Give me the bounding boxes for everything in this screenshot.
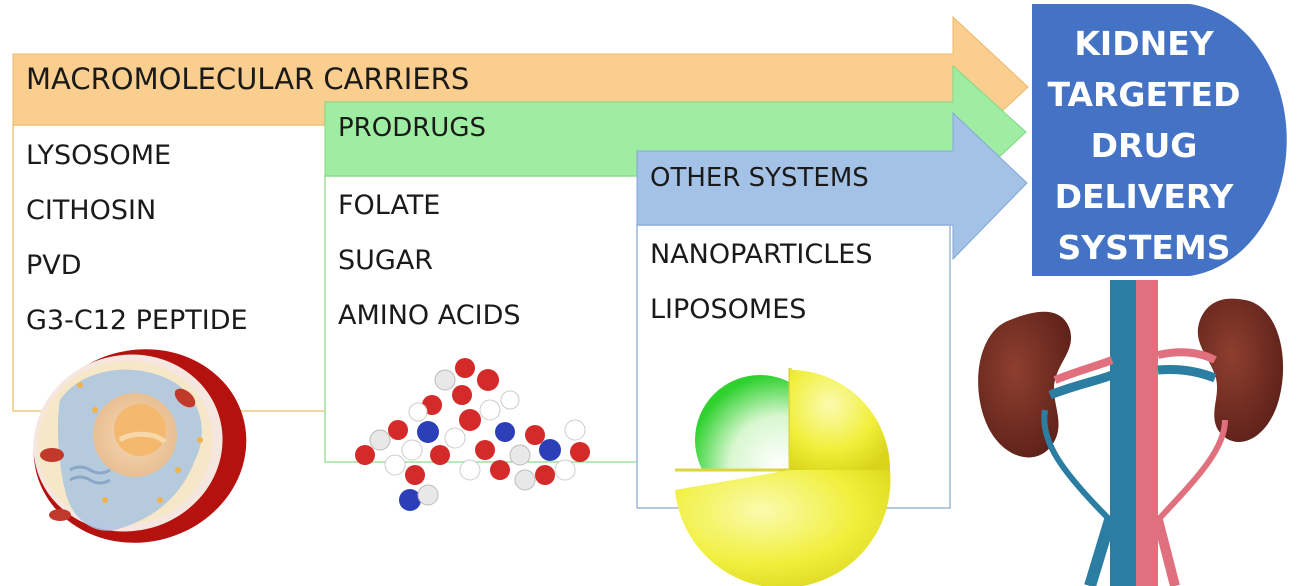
- macromolecular-carriers-label: MACROMOLECULAR CARRIERS: [26, 62, 470, 96]
- list-item: SUGAR: [338, 245, 434, 276]
- target-title-line: SYSTEMS: [1057, 228, 1231, 267]
- list-item: LIPOSOMES: [650, 294, 807, 325]
- kidney-icon: [978, 280, 1284, 586]
- list-item: NANOPARTICLES: [650, 239, 873, 270]
- target-title-line: TARGETED: [1047, 75, 1241, 114]
- target-shape: [1032, 4, 1287, 276]
- target-title-line: KIDNEY: [1074, 24, 1214, 63]
- target-title-line: DRUG: [1090, 126, 1198, 165]
- cell-icon: [33, 349, 247, 543]
- list-item: PVD: [26, 250, 82, 281]
- list-item: AMINO ACIDS: [338, 300, 521, 331]
- list-item: FOLATE: [338, 190, 441, 221]
- other-systems-arrow: [636, 111, 1028, 261]
- liposome-icon: [675, 368, 891, 586]
- target-title: KIDNEY TARGETED DRUG DELIVERY SYSTEMS: [1032, 18, 1256, 273]
- list-item: G3-C12 PEPTIDE: [26, 305, 248, 336]
- target-title-line: DELIVERY: [1054, 177, 1234, 216]
- list-item: LYSOSOME: [26, 140, 172, 171]
- molecule-icon: [355, 358, 590, 511]
- prodrugs-label: PRODRUGS: [338, 113, 486, 143]
- list-item: CITHOSIN: [26, 195, 157, 226]
- other-systems-label: OTHER SYSTEMS: [650, 163, 869, 193]
